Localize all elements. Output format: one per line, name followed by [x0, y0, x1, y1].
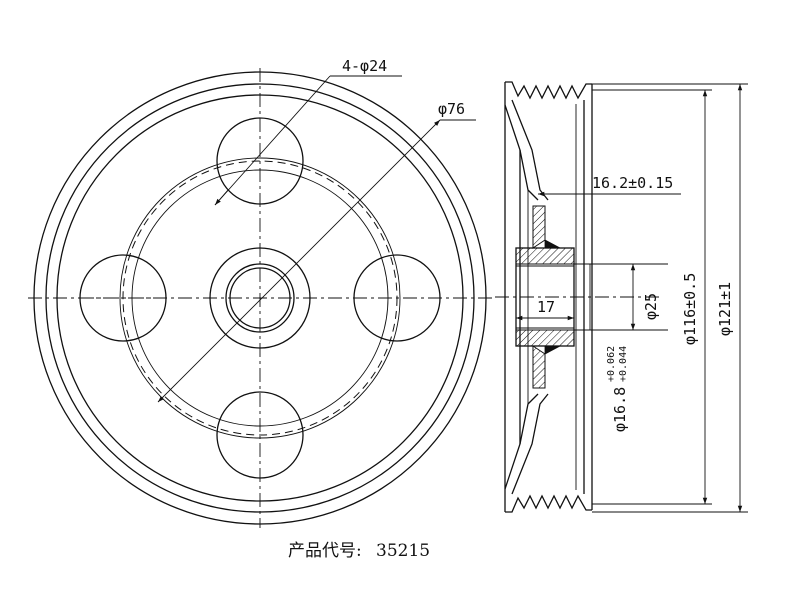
weld-top	[544, 239, 561, 249]
product-code-label: 产品代号:	[288, 541, 362, 561]
groove-profile-bottom	[505, 494, 592, 513]
web-section-upper	[532, 205, 546, 249]
bearing-tol-lower: +0.044	[618, 346, 629, 382]
outer-dim: φ121±1	[716, 282, 734, 336]
front-view: 4-φ24 φ76	[28, 57, 494, 528]
bearing-bore-dim: φ16.8	[611, 387, 629, 432]
bore-dim: φ25	[642, 293, 660, 320]
pcd-callout: φ76	[438, 100, 465, 118]
groove-profile-top	[505, 81, 592, 100]
weld-bottom	[544, 345, 561, 355]
hub-section-bottom	[515, 329, 575, 347]
bearing-tol-upper: +0.062	[606, 346, 617, 382]
product-code-value: 35215	[376, 541, 430, 561]
hub-section-top	[515, 247, 575, 265]
web-section-lower	[532, 345, 546, 389]
section-view: 16.2±0.15 17 φ25 φ116±0.5 φ121±1 φ16.8 +…	[495, 81, 748, 513]
web-slope-top	[504, 104, 539, 201]
hub-offset-dim: 16.2±0.15	[592, 174, 673, 192]
pcd-dimension-line	[157, 119, 441, 403]
rim-dim: φ116±0.5	[681, 273, 699, 345]
web-slope-bottom	[504, 393, 539, 490]
hole-callout: 4-φ24	[342, 57, 387, 75]
hub-length-dim: 17	[537, 298, 555, 316]
